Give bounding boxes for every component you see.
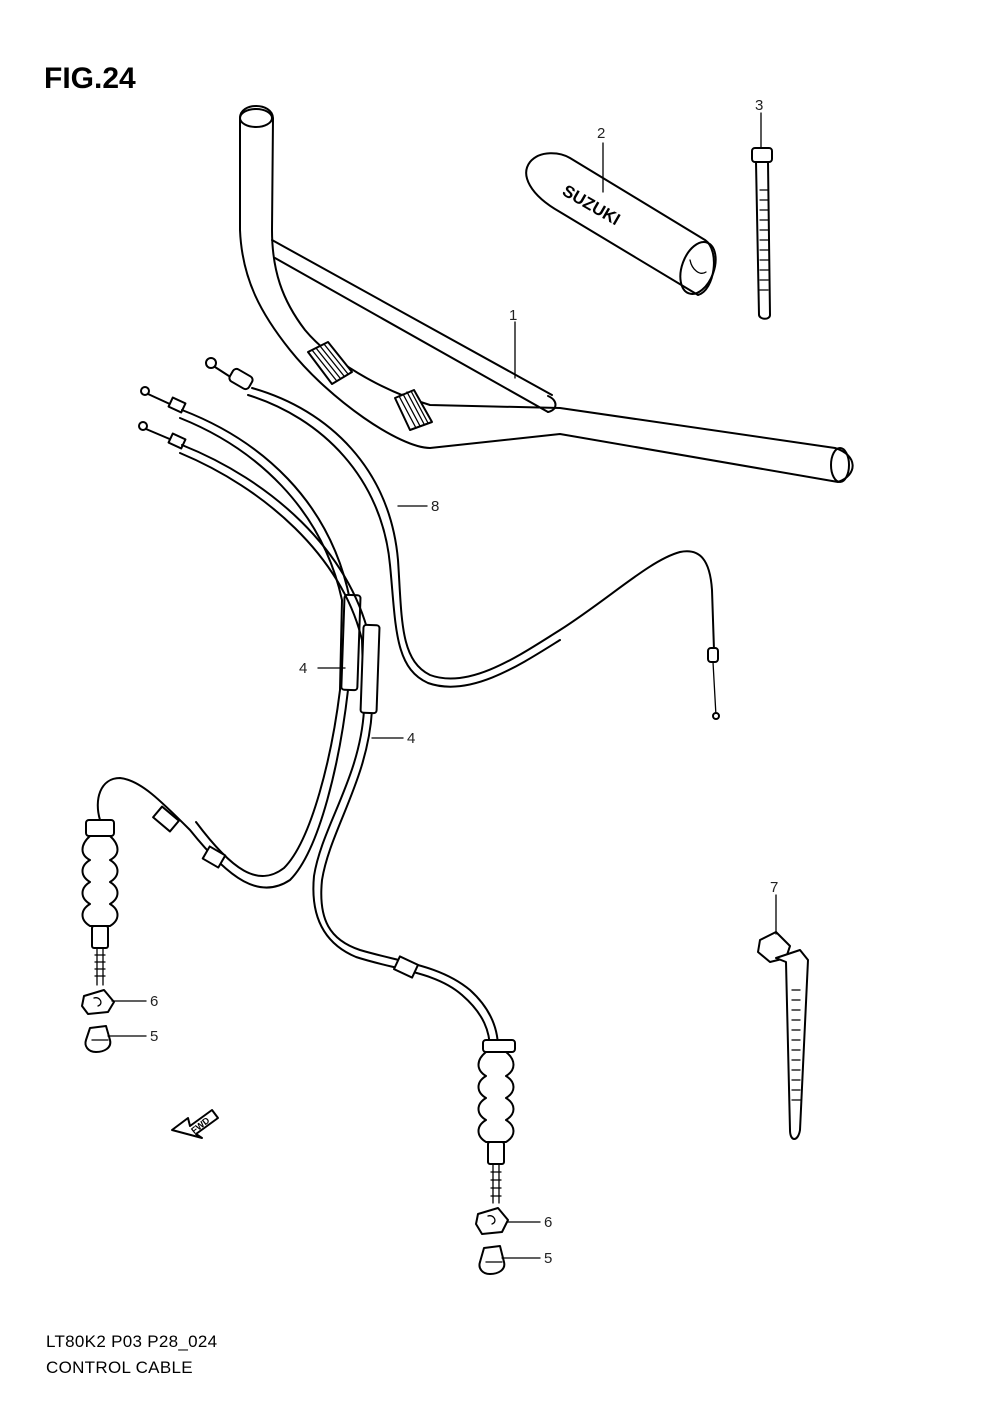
- brake-adjuster-left: [81, 819, 119, 986]
- brake-cable-right[interactable]: [138, 421, 499, 1051]
- callout-labels: 1 2 3 4 4 5 5 6 6 7 8: [150, 97, 778, 1267]
- pin-left[interactable]: [84, 1025, 112, 1053]
- knurl-left: [307, 341, 353, 385]
- callout-5b: 5: [544, 1250, 552, 1267]
- callout-3: 3: [755, 97, 763, 114]
- knurl-right: [394, 389, 433, 431]
- grip-pad[interactable]: SUZUKI: [525, 152, 722, 299]
- callout-7: 7: [770, 879, 778, 896]
- pin-right[interactable]: [478, 1245, 506, 1275]
- fwd-arrow-icon: FWD: [171, 1109, 219, 1139]
- large-cable-tie[interactable]: [757, 931, 809, 1140]
- nut-right[interactable]: [475, 1207, 509, 1235]
- brake-adjuster-right: [477, 1039, 516, 1204]
- callout-4a: 4: [299, 660, 307, 677]
- small-cable-tie[interactable]: [751, 147, 773, 320]
- throttle-cable[interactable]: [205, 357, 720, 720]
- diagram-caption: CONTROL CABLE: [46, 1358, 193, 1377]
- callout-6a: 6: [150, 993, 158, 1010]
- callout-8: 8: [431, 498, 439, 515]
- callout-2: 2: [597, 125, 605, 142]
- brake-cable-left[interactable]: [96, 386, 362, 889]
- figure-title: FIG.24: [44, 62, 136, 95]
- callout-4b: 4: [407, 730, 415, 747]
- diagram-code: LT80K2 P03 P28_024: [46, 1332, 218, 1351]
- callout-6b: 6: [544, 1214, 552, 1231]
- callout-1: 1: [509, 307, 517, 324]
- callout-leaders: [107, 112, 777, 1259]
- callout-5a: 5: [150, 1028, 158, 1045]
- nut-left[interactable]: [81, 989, 115, 1015]
- handlebar[interactable]: [239, 105, 854, 483]
